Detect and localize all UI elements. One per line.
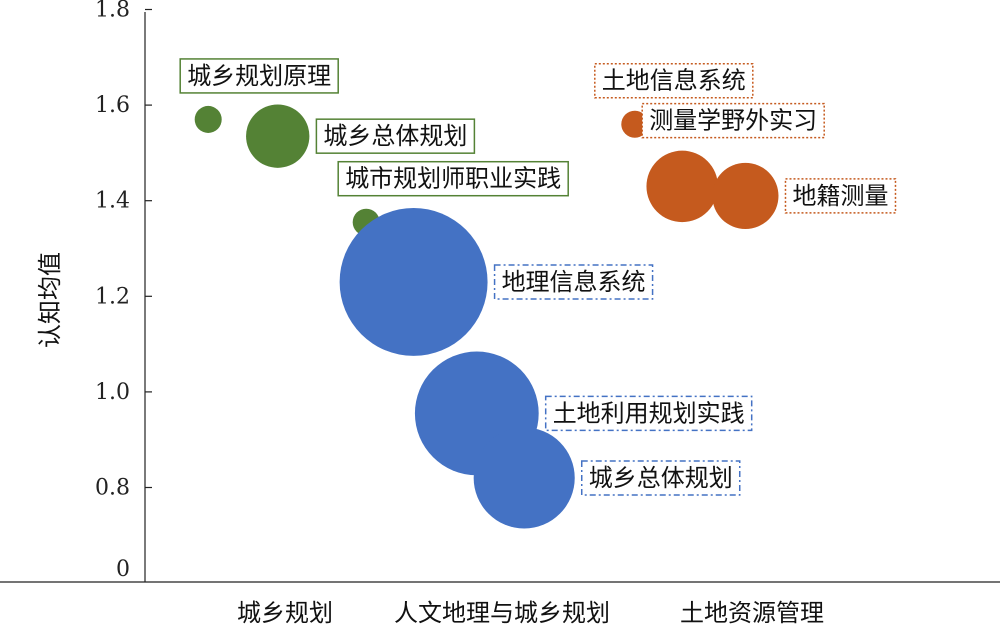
bubble (646, 150, 718, 223)
bubble-labels: 城乡规划原理城乡总体规划城市规划师职业实践地理信息系统土地利用规划实践城乡总体规… (179, 58, 897, 496)
bubble-label-box (784, 178, 897, 214)
bubble-label: 测量学野外实习 (649, 107, 817, 135)
bubble-label-box (179, 58, 339, 94)
bubble-label-box (544, 395, 753, 432)
bubble-label: 城乡规划原理 (187, 62, 331, 90)
bubble-label: 土地信息系统 (602, 67, 746, 95)
bubbles (194, 104, 779, 529)
bubble-label-box (594, 62, 754, 99)
bubble-label: 土地利用规划实践 (553, 399, 745, 427)
category-label: 人文地理与城乡规划 (394, 599, 610, 627)
bubble (339, 207, 488, 356)
y-tick-label: 1.8 (95, 0, 130, 23)
bubble (246, 104, 310, 168)
category-label: 城乡规划 (237, 599, 333, 627)
bubble (712, 162, 779, 230)
bubble-label-box (315, 118, 476, 154)
bubble-label-box (337, 160, 569, 197)
y-tick-label: 1.4 (95, 189, 130, 214)
bubble-label: 城市规划师职业实践 (345, 165, 561, 193)
bubble (473, 427, 575, 529)
y-tick-label: 0 (116, 557, 130, 582)
y-tick-label: 0.8 (95, 476, 130, 501)
bubble-label: 城乡总体规划 (589, 464, 733, 492)
y-tick-label: 1.6 (95, 93, 130, 118)
bubble-label-box (580, 460, 741, 496)
bubble-label-box (493, 264, 654, 300)
bubble-label: 地理信息系统 (502, 268, 646, 296)
bubble-label: 城乡总体规划 (323, 122, 467, 150)
bubble-label-box (641, 102, 825, 139)
bubble-label: 地籍测量 (792, 182, 888, 210)
y-tick-label: 1.2 (95, 284, 130, 309)
y-tick-label: 1.0 (95, 380, 130, 405)
category-label: 土地资源管理 (680, 599, 824, 627)
y-axis-title: 认知均值 (36, 252, 64, 348)
bubble (194, 105, 222, 133)
